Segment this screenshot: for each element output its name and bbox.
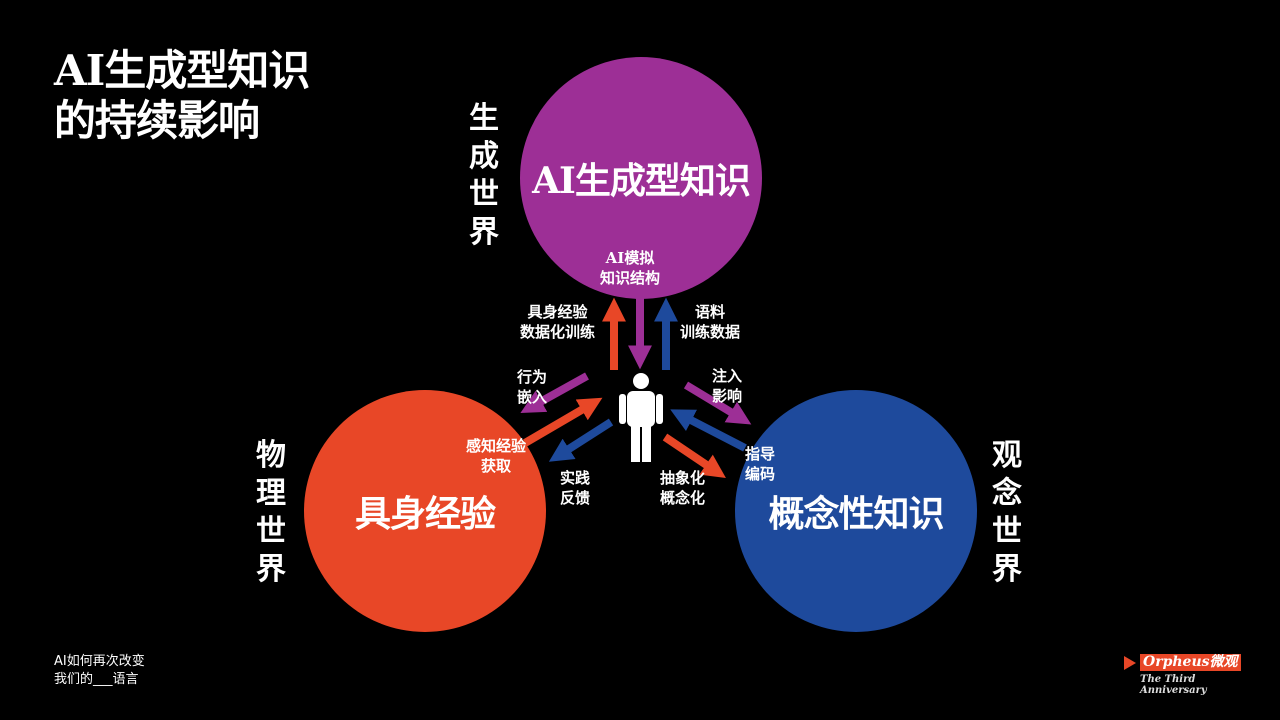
label-perception: 感知经验获取: [466, 437, 527, 475]
physical-world-label: 物理世界: [256, 438, 286, 587]
arrow-inject-influence: [683, 381, 752, 425]
label-corpus: 语料训练数据: [680, 303, 741, 341]
page-title: AI生成型知识 的持续影响: [54, 46, 310, 145]
footer-caption: AI如何再次改变 我们的___语言: [54, 654, 145, 687]
person-icon: [619, 373, 663, 462]
conceptual-knowledge-circle: 概念性知识: [735, 390, 977, 632]
arrow-guide-encode: [670, 409, 747, 452]
label-behavior: 行为嵌入: [517, 368, 548, 406]
arrow-practice-feedback: [548, 418, 614, 462]
embodied-experience-circle: 具身经验: [304, 390, 546, 632]
arrow-behavior-embed: [520, 372, 589, 413]
arrow-abstraction: [662, 433, 726, 479]
ai-knowledge-circle: AI生成型知识: [520, 57, 762, 299]
brand-logo: Orpheus微观 The Third Anniversary: [1124, 654, 1254, 696]
label-guide: 指导编码: [745, 445, 776, 483]
generated-world-label: 生成世界: [469, 101, 499, 250]
arrow-perception: [522, 397, 603, 447]
label-abstract: 抽象化概念化: [660, 469, 706, 507]
play-icon: [1124, 655, 1136, 670]
label-practice: 实践反馈: [560, 469, 591, 507]
label-embodied-data: 具身经验数据化训练: [520, 303, 596, 341]
conceptual-world-label: 观念世界: [992, 438, 1022, 587]
ai-simulation-label: AI模拟知识结构: [600, 249, 661, 287]
label-inject: 注入影响: [712, 367, 743, 405]
